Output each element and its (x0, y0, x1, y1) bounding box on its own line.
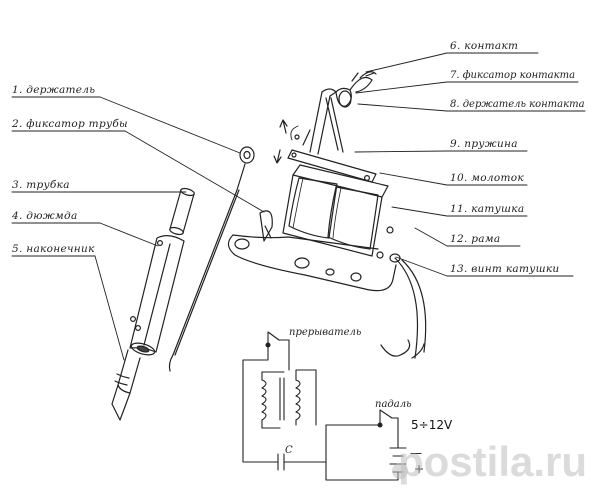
label-grip: 4. дюжмда (12, 210, 78, 222)
label-pedal: падаль (375, 399, 412, 410)
tube (169, 187, 195, 236)
needle-bar (168, 146, 255, 372)
label-interrupter: прерыватель (289, 327, 362, 338)
label-voltage: 5÷12V (411, 418, 453, 432)
power-cord (380, 253, 427, 359)
watermark-dot (392, 463, 408, 479)
coils (282, 164, 394, 259)
label-contact-holder: 8. держатель контакта (450, 99, 585, 110)
label-tip: 5. наконечник (12, 243, 95, 255)
label-tube-lock: 2. фиксатор трубы (12, 118, 128, 130)
label-holder: 1. держатель (12, 84, 96, 96)
label-coil: 11. катушка (450, 203, 525, 215)
tip (111, 349, 141, 421)
label-hammer: 10. молоток (450, 172, 524, 184)
label-spring: 9. пружина (450, 138, 518, 150)
label-capacitor: С (285, 445, 293, 456)
label-contact-lock: 7. фиксатор контакта (450, 70, 576, 81)
label-contact: 6. контакт (450, 40, 519, 52)
leader-lines-right (354, 52, 586, 277)
label-tube: 3. трубка (12, 179, 70, 191)
frame (227, 210, 397, 292)
leader-lines-left (11, 96, 265, 361)
label-plus: + (414, 462, 425, 476)
label-coil-screw: 13. винт катушки (450, 263, 560, 275)
label-frame: 12. рама (450, 233, 501, 245)
circuit-schematic (242, 331, 407, 481)
contact-assembly (273, 71, 377, 164)
label-minus: — (410, 446, 422, 460)
watermark: postila.ru (398, 438, 588, 485)
hammer (287, 149, 377, 183)
grip (129, 235, 185, 356)
